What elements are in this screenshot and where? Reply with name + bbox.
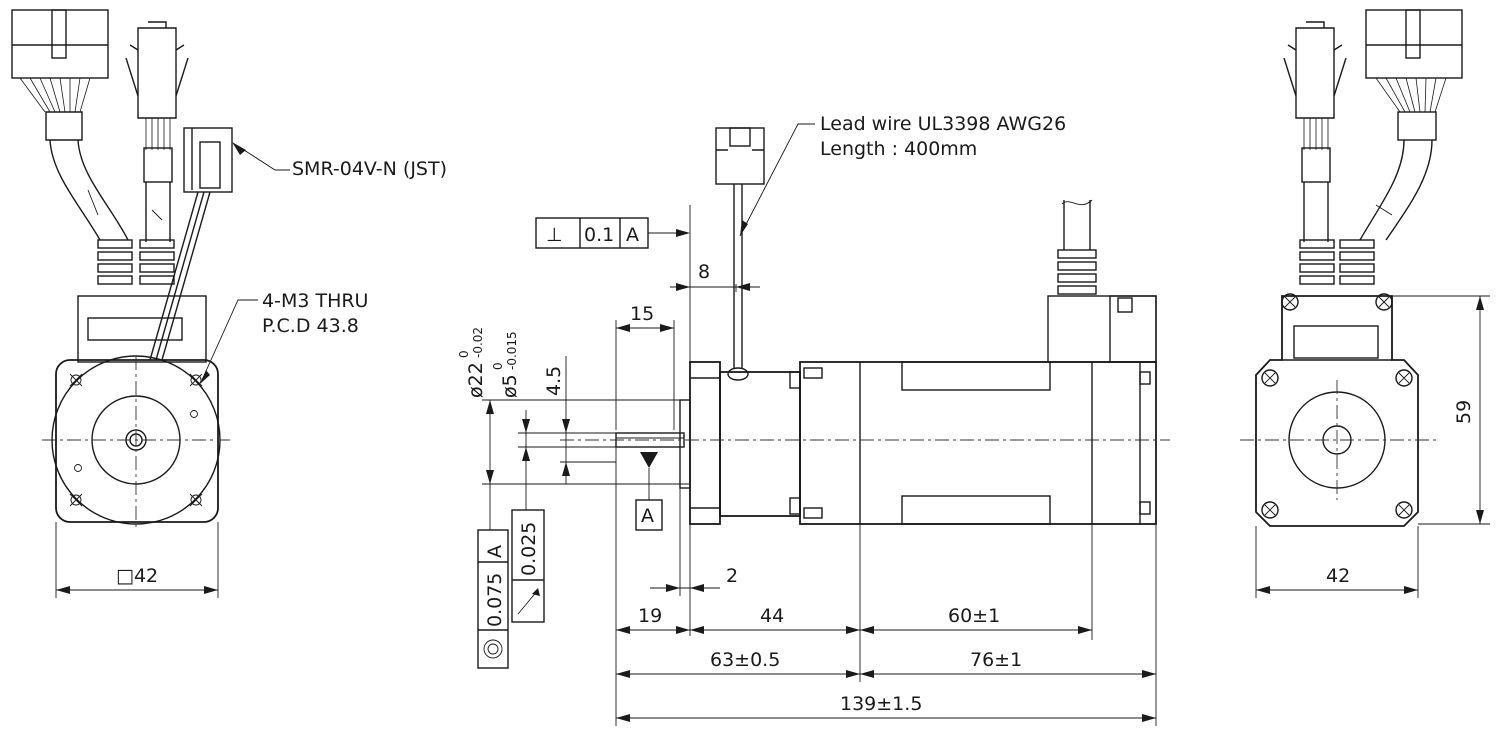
dim-dia22-group: ø22 0 -0.02 — [457, 327, 487, 398]
holes-label-line2: P.C.D 43.8 — [262, 315, 359, 337]
strain-relief-left — [97, 239, 175, 285]
dim-dia22: ø22 — [465, 362, 487, 398]
concentricity-symbol: ◎ — [0, 0, 1, 1]
dim-15: 15 — [630, 303, 654, 325]
dim-60: 60±1 — [948, 605, 1000, 627]
holes-label-line1: 4-M3 THRU — [262, 290, 368, 312]
concentricity-frame — [477, 484, 509, 669]
dim-dia5: ø5 — [499, 374, 521, 398]
rear-view — [1240, 9, 1490, 598]
runout-value: 0.025 — [518, 522, 540, 576]
runout-frame — [511, 470, 545, 623]
side-flange — [689, 361, 721, 525]
perpendicularity-frame — [535, 217, 690, 249]
dim-square-42: □42 — [116, 565, 158, 587]
lead-connector — [715, 127, 765, 185]
dim-4-5: 4.5 — [543, 366, 565, 396]
rear-screws — [1261, 293, 1413, 519]
dim-76: 76±1 — [970, 649, 1022, 671]
bottom-dims-lines — [615, 447, 1157, 726]
runout-symbol: ↗ — [0, 0, 1, 1]
encoder-connector-right — [1359, 9, 1463, 241]
datum-a-tag — [635, 452, 663, 531]
perpendicularity-datum: A — [626, 224, 639, 246]
dim-19: 19 — [638, 605, 662, 627]
power-connector-left — [125, 21, 189, 242]
perpendicularity-symbol: ⊥ — [546, 224, 563, 246]
dim-2: 2 — [726, 565, 738, 587]
front-view — [11, 9, 290, 598]
connector-label: SMR-04V-N (JST) — [292, 158, 447, 180]
dim-4-5-lines — [560, 356, 616, 484]
perpendicularity-value: 0.1 — [584, 224, 614, 246]
dim-59: 59 — [1453, 400, 1475, 424]
dim-8: 8 — [698, 261, 710, 283]
concentricity-value: 0.075 — [484, 573, 506, 627]
motor-body — [799, 361, 1157, 525]
dim-dia22-tol-upper: 0 — [457, 350, 471, 358]
lead-wire-label-line1: Lead wire UL3398 AWG26 — [820, 113, 1066, 135]
dim-dia5-group: ø5 0 -0.015 — [491, 331, 521, 398]
dim-15-lines — [615, 320, 675, 430]
power-connector-right — [1283, 21, 1347, 242]
concentricity-datum: A — [484, 545, 506, 558]
dim-2-lines — [650, 488, 720, 636]
encoder-connector-left — [11, 9, 129, 241]
mounting-holes — [69, 373, 203, 507]
motor-flange — [55, 359, 219, 523]
dim-42-rear: 42 — [1326, 565, 1350, 587]
dim-dia5-tol-upper: 0 — [491, 362, 505, 370]
dim-dia-lines — [482, 399, 690, 485]
side-view — [560, 123, 1170, 525]
dim-63: 63±0.5 — [710, 649, 780, 671]
lead-wire-label-line2: Length : 400mm — [820, 138, 977, 160]
dim-139: 139±1.5 — [840, 693, 922, 715]
encoder-housing — [77, 295, 207, 363]
dim-dia22-tol-lower: -0.02 — [471, 327, 485, 358]
datum-a-label: A — [641, 505, 654, 527]
dim-8-lines — [670, 205, 760, 362]
dim-44: 44 — [760, 605, 784, 627]
dim-dia5-tol-lower: -0.015 — [505, 331, 519, 370]
